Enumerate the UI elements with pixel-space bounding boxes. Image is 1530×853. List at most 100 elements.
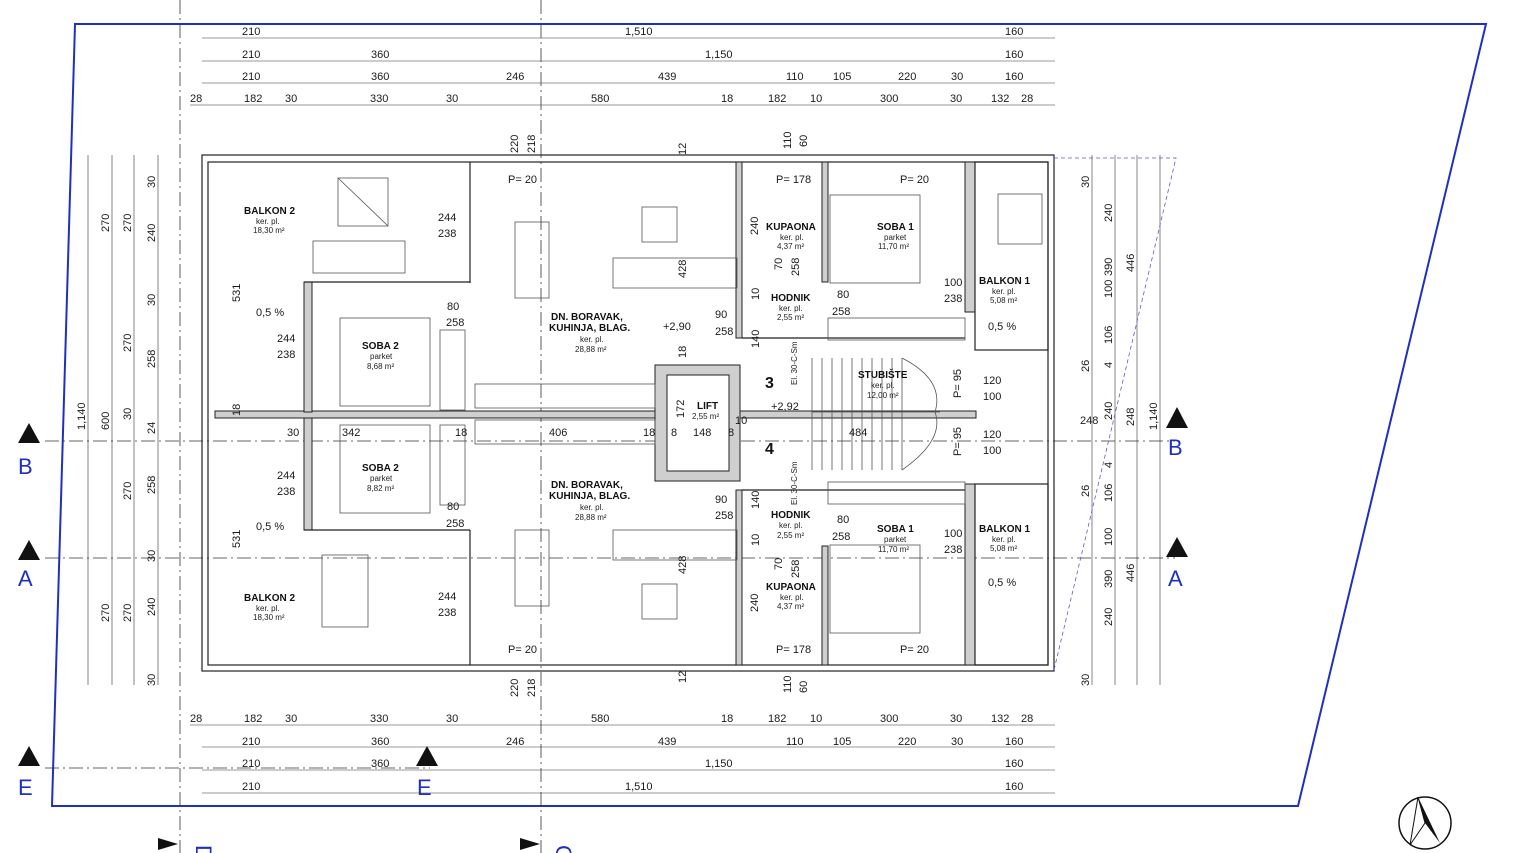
section-marker-c: C [520, 838, 576, 853]
section-label-b-right: B [1168, 435, 1183, 460]
dim-text: 28 [1021, 93, 1033, 105]
annotations: 0,5 % 0,5 % 0,5 % 0,5 % +2,90 +2,92 P= 2… [256, 174, 1016, 656]
dim-text: 220 [898, 71, 916, 83]
room-soba2-bottom: SOBA 2 parket 8,82 m² [362, 463, 399, 493]
section-label-b-left: B [18, 454, 33, 479]
dim-text: 330 [370, 713, 388, 725]
dim-text: 258 [832, 531, 850, 543]
level-label: +2,90 [663, 321, 691, 333]
dim-text: 160 [1005, 71, 1023, 83]
dim-text: 8 [671, 427, 677, 439]
room-stubiste: STUBIŠTE ker. pl. 12,00 m² [858, 368, 908, 400]
room-floor: ker. pl. [580, 335, 604, 344]
sofa [612, 529, 738, 561]
dim-text: 160 [1005, 26, 1023, 38]
room-lift: LIFT 2,55 m² [692, 401, 719, 421]
dim-text: 10 [735, 415, 747, 427]
room-area: 18,30 m² [253, 613, 285, 622]
dim-text: 160 [1005, 736, 1023, 748]
lounge-sofa [312, 240, 406, 274]
room-balkon1-top: BALKON 1 ker. pl. 5,08 m² [979, 276, 1031, 305]
dim-text: 132 [991, 93, 1009, 105]
room-kupaona-bottom: KUPAONA ker. pl. 4,37 m² [766, 582, 816, 611]
dim-text: 244 [277, 470, 295, 482]
roof-overhang-line [1053, 157, 1177, 671]
room-hodnik-top: HODNIK ker. pl. 2,55 m² [771, 293, 811, 322]
dim-text: 428 [677, 556, 689, 574]
dim-text: 100 [1103, 280, 1115, 298]
room-name: HODNIK [771, 293, 811, 304]
sill-label: P= 178 [776, 644, 811, 656]
room-floor: ker. pl. [256, 217, 280, 226]
dim-text: 120 [983, 429, 1001, 441]
room-area: 8,82 m² [367, 484, 394, 493]
dim-text: 210 [242, 26, 260, 38]
building-walls [201, 154, 1177, 672]
dim-text: 10 [810, 93, 822, 105]
slope-label: 0,5 % [256, 307, 284, 319]
slope-label: 0,5 % [988, 577, 1016, 589]
dim-text: 1,140 [1148, 402, 1160, 430]
room-area: 18,30 m² [253, 226, 285, 235]
dim-text: 80 [837, 289, 849, 301]
dim-text: 360 [371, 758, 389, 770]
dim-text: 210 [242, 736, 260, 748]
dim-text: 238 [438, 228, 456, 240]
room-balkon2-bottom: BALKON 2 ker. pl. 18,30 m² [244, 593, 296, 622]
armchair [641, 206, 678, 243]
dim-text: 246 [506, 71, 524, 83]
dim-text: 428 [677, 260, 689, 278]
dim-text: 240 [146, 224, 158, 242]
room-floor: ker. pl. [992, 287, 1016, 296]
skylight [337, 177, 389, 227]
dim-text: 1,510 [625, 26, 653, 38]
dim-text: 105 [833, 71, 851, 83]
dim-text: 30 [146, 550, 158, 562]
opening-dimensions: 244 238 244 238 244 238 244 238 80 258 8… [231, 131, 1098, 697]
dim-text: 30 [951, 71, 963, 83]
room-floor: parket [884, 535, 907, 544]
dim-text: 90 [715, 309, 727, 321]
room-floor: ker. pl. [992, 535, 1016, 544]
dim-text: 160 [1005, 781, 1023, 793]
room-balkon1-bottom: BALKON 1 ker. pl. 5,08 m² [979, 524, 1031, 553]
dim-text: 12 [677, 143, 689, 155]
dim-text: 105 [833, 736, 851, 748]
electrical-label: El. 30-C-Sm [790, 461, 799, 505]
electrical-label: El. 30-C-Sm [790, 341, 799, 385]
sill-label: P= 20 [508, 174, 537, 186]
section-marker-b-right: B [1166, 407, 1188, 460]
room-soba2-top: SOBA 2 parket 8,68 m² [362, 341, 399, 371]
kitchen-counter [474, 419, 656, 445]
dim-text: 600 [100, 412, 112, 430]
room-area: 2,55 m² [692, 412, 719, 421]
dim-text: 210 [242, 758, 260, 770]
dim-text: 26 [1080, 485, 1092, 497]
room-name: BALKON 2 [244, 593, 296, 604]
dim-text: 248 [1125, 408, 1137, 426]
dim-text: 342 [342, 427, 360, 439]
kitchen-counter [474, 383, 656, 409]
dim-text: 390 [1103, 570, 1115, 588]
room-area: 2,55 m² [777, 531, 804, 540]
room-hodnik-bottom: HODNIK ker. pl. 2,55 m² [771, 510, 811, 540]
dim-text: 28 [190, 93, 202, 105]
dim-text: 258 [146, 476, 158, 494]
room-area: 2,55 m² [777, 313, 804, 322]
dim-text: 30 [146, 674, 158, 686]
dim-text: 580 [591, 713, 609, 725]
dim-text: 360 [371, 736, 389, 748]
dim-text: 238 [277, 486, 295, 498]
room-area: 28,88 m² [575, 345, 607, 354]
dim-text: 110 [786, 71, 804, 83]
dim-text: 30 [285, 93, 297, 105]
wardrobe [439, 424, 466, 506]
sill-label: P= 20 [900, 644, 929, 656]
dim-text: 4 [1103, 362, 1115, 368]
room-floor: ker. pl. [580, 503, 604, 512]
dim-text: 240 [749, 594, 761, 612]
dim-text: 240 [146, 598, 158, 616]
dim-text: 270 [122, 214, 134, 232]
dining-table [514, 529, 550, 607]
dim-text: 446 [1125, 254, 1137, 272]
